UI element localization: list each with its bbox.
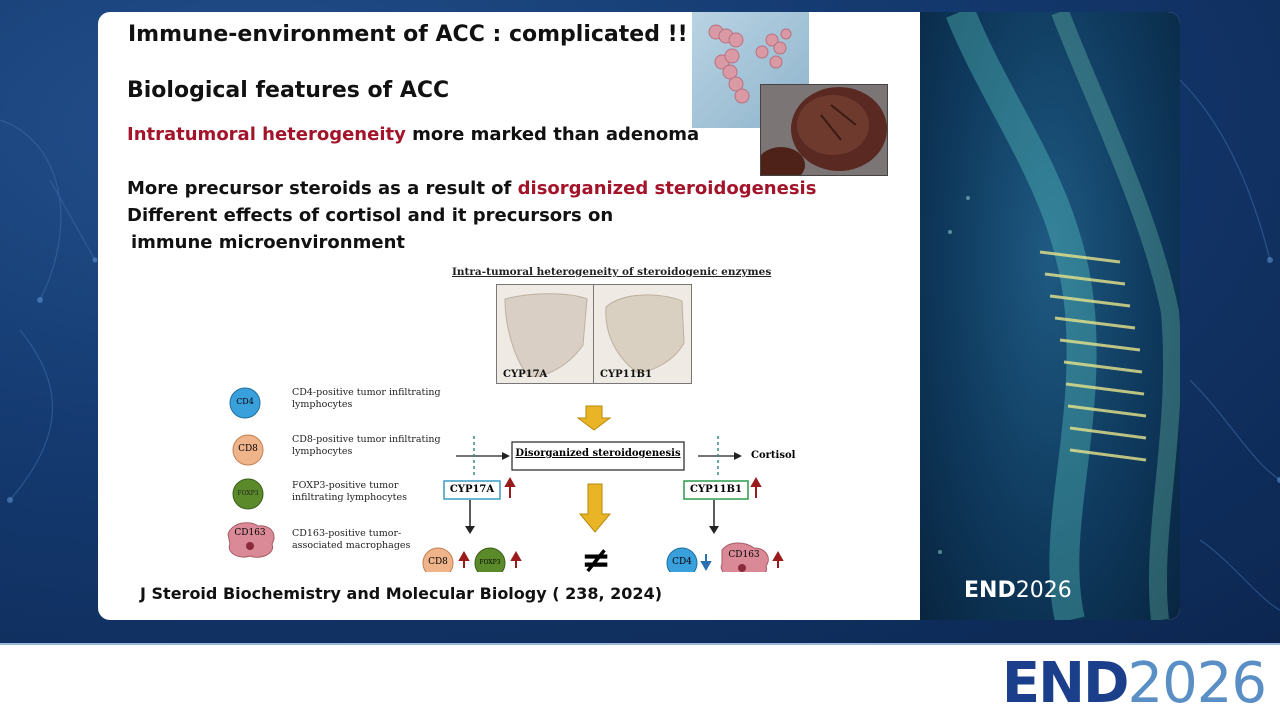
result-cd4-badge: CD4 — [672, 557, 692, 567]
tissue-cyp17a-image: CYP17A — [496, 284, 595, 384]
figure-title: Intra-tumoral heterogeneity of steroidog… — [452, 266, 772, 278]
tissue-cyp17a-label: CYP17A — [503, 369, 548, 380]
legend-cd4-text: CD4-positive tumor infiltrating lymphocy… — [292, 387, 441, 410]
down-arrow-top-icon — [576, 405, 612, 431]
slide-title: Immune-environment of ACC : complicated … — [128, 22, 688, 47]
right-enzyme-label: CYP11B1 — [690, 484, 742, 495]
right-down-arrow-icon — [709, 526, 719, 534]
cd4-result-icon — [666, 547, 698, 572]
panel-logo-end: END — [964, 578, 1016, 603]
center-box-frame — [511, 441, 685, 471]
left-arrowhead-icon — [502, 452, 510, 460]
legend-cd8-badge: CD8 — [238, 444, 258, 454]
left-enzyme-box — [443, 480, 501, 500]
steroidogenesis-figure: Intra-tumoral heterogeneity of steroidog… — [226, 262, 811, 581]
left-down-arrow-icon — [465, 526, 475, 534]
cd4-legend-icon — [229, 387, 261, 419]
bullet-precursor-start: More precursor steroids as a result of — [127, 178, 518, 199]
section-heading: Biological features of ACC — [127, 78, 450, 103]
cd163-legend-icon — [227, 522, 275, 558]
result-foxp3-badge: FOXP3 — [479, 559, 501, 566]
footer-logo-end: END — [1001, 650, 1130, 716]
figure-diagram — [227, 387, 784, 572]
legend-cd4-badge: CD4 — [236, 397, 254, 406]
tissue-cyp11b1-image: CYP11B1 — [593, 284, 692, 384]
background-network — [0, 79, 1280, 611]
dna-helix-graphic — [938, 12, 1180, 620]
down-arrow-center-icon — [578, 483, 612, 533]
tissue-cyp11b1-label: CYP11B1 — [600, 369, 652, 380]
foxp3-legend-icon — [232, 478, 264, 510]
legend-foxp3-text: FOXP3-positive tumor infiltrating lympho… — [292, 480, 407, 503]
result-cd163-badge: CD163 — [728, 550, 760, 560]
bullet-heterogeneity-rest: more marked than adenoma — [405, 124, 700, 145]
not-equal-symbol: ≠ — [580, 540, 612, 581]
legend-cd163-badge: CD163 — [234, 528, 266, 538]
bullet-cortisol-effects: Different effects of cortisol and it pre… — [127, 205, 614, 226]
adrenal-tumor-specimen-image — [760, 84, 888, 176]
highlight-heterogeneity: Intratumoral heterogeneity — [127, 124, 406, 145]
foxp3-result-icon — [474, 547, 506, 572]
footer-bar — [0, 645, 1280, 720]
cd8-result-icon — [422, 547, 454, 572]
panel-logo-year: 2026 — [1015, 578, 1072, 603]
legend-cd163-text: CD163-positive tumor-associated macropha… — [292, 528, 411, 551]
cd8-legend-icon — [232, 434, 264, 466]
legend-foxp3-badge: FOXP3 — [237, 490, 259, 497]
endo-2026-panel-logo: END 2026 — [964, 578, 1072, 603]
bullet-cortisol-effects-cont: immune microenvironment — [131, 232, 405, 253]
bullet-precursor-steroids: More precursor steroids as a result of d… — [127, 178, 816, 199]
cd163-result-icon — [720, 542, 769, 572]
left-enzyme-label: CYP17A — [449, 484, 495, 495]
endo-2026-footer-logo: END 2026 — [1001, 650, 1267, 716]
slide-card: Immune-environment of ACC : complicated … — [98, 12, 1180, 620]
highlight-disorganized: disorganized steroidogenesis — [517, 178, 817, 199]
legend-cd8-text: CD8-positive tumor infiltrating lymphocy… — [292, 434, 441, 457]
cortisol-label: Cortisol — [751, 450, 796, 461]
right-enzyme-box — [683, 480, 749, 500]
center-box-label: Disorganized steroidogenesis — [515, 448, 681, 459]
dna-helix-panel: END 2026 — [920, 12, 1180, 620]
footer-logo-year: 2026 — [1127, 650, 1267, 716]
citation: J Steroid Biochemistry and Molecular Bio… — [140, 584, 663, 603]
result-cd8-badge: CD8 — [428, 557, 448, 567]
right-arrowhead-icon — [734, 452, 742, 460]
bullet-heterogeneity: Intratumoral heterogeneity more marked t… — [127, 124, 699, 145]
